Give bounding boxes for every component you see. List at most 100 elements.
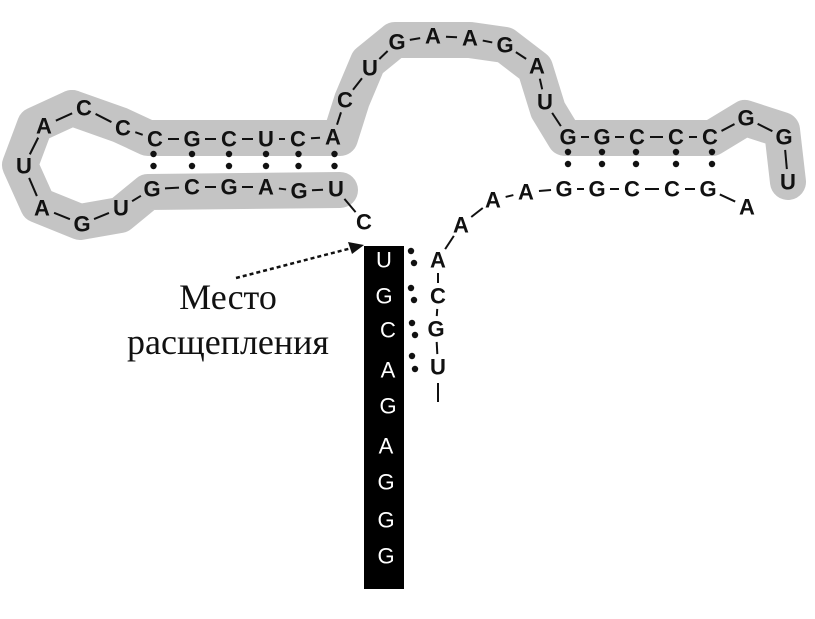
pair-dot xyxy=(565,161,571,167)
pair-dot xyxy=(599,149,605,155)
nucleotide-substrate: G xyxy=(379,394,396,419)
backbone-link xyxy=(720,194,735,201)
backbone-link xyxy=(471,208,483,217)
pair-dot xyxy=(673,149,679,155)
pair-dot xyxy=(189,151,195,157)
backbone-link xyxy=(312,190,323,191)
nucleotide-substrate: C xyxy=(380,318,396,343)
cleavage-arrow-head xyxy=(348,242,364,254)
pair-dot xyxy=(408,248,414,254)
nucleotide-hp1-bottom: A xyxy=(258,175,274,200)
pair-dot xyxy=(565,149,571,155)
nucleotide-hp1-top: U xyxy=(258,127,274,152)
nucleotide-linker1: G xyxy=(388,30,405,55)
backbone-link xyxy=(539,190,551,191)
nucleotide-substrate: A xyxy=(381,358,396,383)
pair-dot xyxy=(409,353,415,359)
pair-dot xyxy=(633,161,639,167)
nucleotide-hp2-top: C xyxy=(702,125,718,150)
pair-dot xyxy=(409,320,415,326)
backbone-link xyxy=(445,236,454,249)
nucleotide-hp1-top: A xyxy=(325,125,341,150)
nucleotide-hp2-bottom: A xyxy=(518,180,534,205)
nucleotide-hp1-loop: C xyxy=(76,96,92,121)
cleavage-label-line1: Место xyxy=(179,277,277,317)
nucleotide-hp2-top: G xyxy=(559,125,576,150)
backbone-link xyxy=(279,189,286,190)
nucleotide-hp2-bottom: A xyxy=(739,195,755,220)
pair-dot xyxy=(599,161,605,167)
backbone-link xyxy=(506,195,514,197)
nucleotide-hp2-loop: U xyxy=(780,170,796,195)
nucleotide-tail: A xyxy=(453,213,469,238)
pair-dot xyxy=(408,285,414,291)
nucleotide-hp2-loop: G xyxy=(775,125,792,150)
nucleotide-hp1-bottom: G xyxy=(220,175,237,200)
nucleotide-substrate: G xyxy=(377,508,394,533)
nucleotide-hp2-bottom: G xyxy=(588,177,605,202)
backbone-link xyxy=(437,342,438,354)
nucleotide-hp2-top: C xyxy=(629,125,645,150)
nucleotide-linker1: G xyxy=(496,33,513,58)
nucleotide-linker1: A xyxy=(529,54,545,79)
cleavage-label-line2: расщепления xyxy=(127,322,329,362)
pair-dot xyxy=(673,161,679,167)
nucleotide-enzyme-stem: A xyxy=(430,248,446,273)
backbone-link xyxy=(446,37,457,38)
nucleotide-hp2-bottom: C xyxy=(624,177,640,202)
pair-dot xyxy=(412,332,418,338)
pair-dot xyxy=(411,260,417,266)
nucleotide-hp1-loop: C xyxy=(115,116,131,141)
nucleotide-hp1-bottom: U xyxy=(328,177,344,202)
pair-dot xyxy=(411,297,417,303)
nucleotide-hp2-bottom: G xyxy=(555,177,572,202)
nucleotide-hp1-top: C xyxy=(290,127,306,152)
pair-dot xyxy=(709,149,715,155)
nucleotide-hp2-top: C xyxy=(668,125,684,150)
pair-dot xyxy=(226,163,232,169)
nucleotide-hp1-bottom: C xyxy=(184,175,200,200)
nucleotide-enzyme-stem: G xyxy=(427,317,444,342)
nucleotide-substrate: G xyxy=(377,470,394,495)
nucleotide-hp1-bottom: G xyxy=(143,177,160,202)
backbone-link xyxy=(165,188,179,189)
pair-dot xyxy=(150,163,156,169)
nucleotide-hp1-top: C xyxy=(221,127,237,152)
pair-dot xyxy=(412,366,418,372)
pair-dot xyxy=(331,151,337,157)
nucleotide-linker1: C xyxy=(337,88,353,113)
pair-dot xyxy=(331,163,337,169)
pair-dot xyxy=(189,163,195,169)
nucleotide-hp1-top: C xyxy=(147,127,163,152)
nucleotide-hp1-loop: U xyxy=(16,154,32,179)
nucleotide-linker1: U xyxy=(362,56,378,81)
nucleotide-hp2-loop: G xyxy=(737,106,754,131)
nucleotide-hp1-bottom: G xyxy=(290,179,307,204)
nucleotide-substrate: G xyxy=(375,284,392,309)
nucleotide-substrate: G xyxy=(377,544,394,569)
nucleotide-hp1-loop: G xyxy=(73,212,90,237)
pair-dot xyxy=(295,163,301,169)
pair-dot xyxy=(150,151,156,157)
nucleotide-hp2-top: G xyxy=(593,125,610,150)
pair-dot xyxy=(263,163,269,169)
nucleotide-hp1-loop: A xyxy=(36,114,52,139)
nucleotide-linker1: A xyxy=(462,26,478,51)
nucleotide-linker1: A xyxy=(425,24,441,49)
pair-dot xyxy=(633,149,639,155)
pair-dot xyxy=(295,151,301,157)
nucleotide-substrate: U xyxy=(376,248,392,273)
nucleotide-substrate: A xyxy=(379,434,394,459)
nucleotide-enzyme-stem: U xyxy=(430,355,446,380)
nucleotide-hp2-bottom: G xyxy=(699,177,716,202)
nucleotide-hp1-loop: A xyxy=(34,196,50,221)
pair-dot xyxy=(709,161,715,167)
cleavage-arrow xyxy=(236,248,352,278)
pair-dot xyxy=(226,151,232,157)
nucleotide-cleavage-nt: C xyxy=(356,210,372,235)
pair-dot xyxy=(263,151,269,157)
nucleotide-linker1: U xyxy=(537,90,553,115)
